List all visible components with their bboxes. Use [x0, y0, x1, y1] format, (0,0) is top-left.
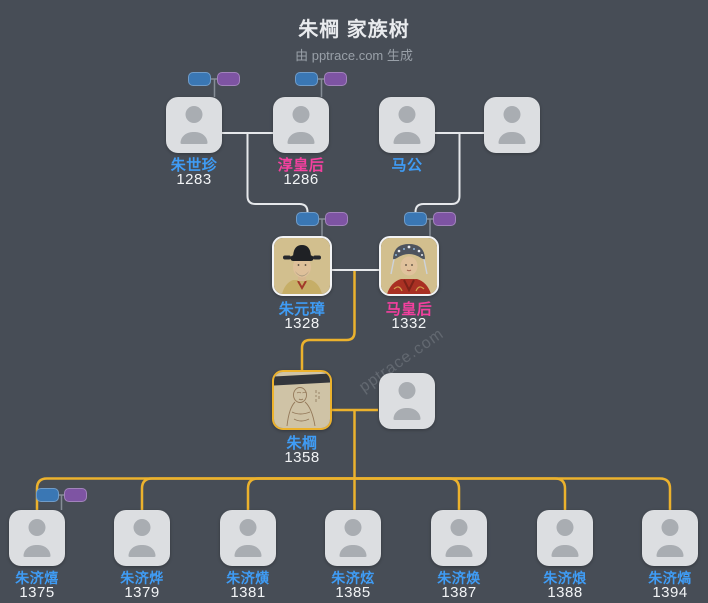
expand-father-toggle[interactable] — [404, 212, 427, 226]
page-subtitle: 由 pptrace.com 生成 — [295, 48, 413, 63]
expand-father-toggle[interactable] — [295, 72, 318, 86]
person-placeholder-icon — [23, 545, 51, 557]
person-placeholder-icon — [503, 106, 521, 123]
person-card-chun-huanghou[interactable] — [273, 97, 329, 153]
ma-huanghou-portrait — [381, 238, 437, 294]
person-birth-year: 1385 — [335, 584, 371, 601]
person-placeholder-icon — [551, 545, 579, 557]
connector-child5 — [354, 477, 461, 510]
person-placeholder-icon — [398, 106, 416, 123]
person-placeholder-icon — [292, 106, 310, 123]
person-placeholder-icon — [128, 545, 156, 557]
person-card-zhu-jixuan[interactable] — [325, 510, 381, 566]
expand-father-toggle[interactable] — [188, 72, 211, 86]
person-name: 朱世珍 — [170, 157, 218, 174]
person-placeholder-icon — [498, 132, 526, 144]
expand-mother-toggle[interactable] — [217, 72, 240, 86]
person-card-zhu-yuanzhang[interactable] — [272, 236, 332, 296]
connector-gen1-to-zhuyuanzhang — [246, 133, 309, 220]
person-placeholder-icon — [339, 545, 367, 557]
person-birth-year: 1394 — [652, 584, 688, 601]
expand-mother-toggle[interactable] — [325, 212, 348, 226]
zhu-gang-portrait — [274, 372, 330, 428]
toggle-stub-connectors — [59, 78, 433, 510]
person-name: 朱棡 — [286, 435, 318, 452]
person-card-ma-gong[interactable] — [379, 97, 435, 153]
person-placeholder-icon — [393, 132, 421, 144]
person-name: 朱济烺 — [543, 570, 587, 586]
person-card-zhu-jiye[interactable] — [114, 510, 170, 566]
person-card-zhu-jihuan[interactable] — [431, 510, 487, 566]
person-card-ma-huanghou[interactable] — [379, 236, 439, 296]
person-birth-year: 1283 — [176, 171, 212, 188]
person-card-zhu-jixi[interactable] — [9, 510, 65, 566]
person-birth-year: 1381 — [230, 584, 266, 601]
expand-father-toggle[interactable] — [296, 212, 319, 226]
expand-mother-toggle[interactable] — [433, 212, 456, 226]
person-placeholder-icon — [556, 519, 574, 536]
person-name: 马皇后 — [385, 301, 433, 318]
zhu-yuanzhang-portrait — [274, 238, 330, 294]
person-card-zhu-jihe[interactable] — [642, 510, 698, 566]
toggle-stub-mahuanghou — [427, 218, 433, 237]
person-card-zhu-jihuang[interactable] — [220, 510, 276, 566]
person-placeholder-icon — [344, 519, 362, 536]
person-birth-year: 1358 — [284, 449, 320, 466]
person-placeholder-icon — [656, 545, 684, 557]
person-card-zhu-jilang[interactable] — [537, 510, 593, 566]
person-name: 朱济炫 — [331, 570, 375, 586]
connector-gen2-to-zhugang — [300, 271, 356, 370]
connector-child3 — [246, 477, 355, 510]
person-birth-year: 1286 — [283, 171, 319, 188]
person-placeholder-icon — [450, 519, 468, 536]
person-birth-year: 1332 — [391, 315, 427, 332]
person-name: 朱济熿 — [226, 570, 270, 586]
toggle-stub-chunhuanghou — [318, 78, 324, 97]
person-birth-year: 1387 — [441, 584, 477, 601]
person-name: 朱济熇 — [648, 570, 692, 586]
person-name: 朱元璋 — [278, 301, 326, 318]
expand-children-toggle[interactable] — [64, 488, 87, 502]
person-card-zhu-gang-focus[interactable] — [272, 370, 332, 430]
person-birth-year: 1328 — [284, 315, 320, 332]
descendant-connectors — [35, 271, 672, 510]
person-birth-year: 1379 — [124, 584, 160, 601]
person-name: 马公 — [391, 157, 423, 174]
toggle-stub-zhuyuanzhang — [319, 218, 325, 237]
person-birth-year: 1375 — [19, 584, 55, 601]
expand-mother-toggle[interactable] — [324, 72, 347, 86]
person-placeholder-icon — [398, 382, 416, 399]
toggle-stub-zhushizhen — [211, 78, 217, 97]
person-placeholder-icon — [661, 519, 679, 536]
person-name: 朱济焕 — [437, 570, 481, 586]
person-birth-year: 1388 — [547, 584, 583, 601]
connector-child2 — [140, 477, 355, 510]
person-name: 淳皇后 — [277, 157, 325, 174]
person-card-ma-gong-spouse[interactable] — [484, 97, 540, 153]
person-placeholder-icon — [239, 519, 257, 536]
person-placeholder-icon — [180, 132, 208, 144]
person-placeholder-icon — [133, 519, 151, 536]
person-placeholder-icon — [445, 545, 473, 557]
person-card-zhu-gang-spouse[interactable] — [379, 373, 435, 429]
page-title: 朱棡 家族树 — [298, 19, 410, 41]
ancestor-connectors — [222, 132, 484, 271]
person-placeholder-icon — [185, 106, 203, 123]
person-placeholder-icon — [393, 408, 421, 420]
person-placeholder-icon — [287, 132, 315, 144]
person-card-zhu-shizhen[interactable] — [166, 97, 222, 153]
connector-gen1-to-mahuanghou — [414, 133, 461, 220]
person-name: 朱济烨 — [120, 570, 164, 586]
person-name: 朱济熺 — [15, 570, 59, 586]
connector-child7 — [354, 477, 672, 510]
person-placeholder-icon — [28, 519, 46, 536]
expand-spouse-toggle[interactable] — [36, 488, 59, 502]
person-placeholder-icon — [234, 545, 262, 557]
toggle-stub-zhujixi — [59, 494, 64, 510]
